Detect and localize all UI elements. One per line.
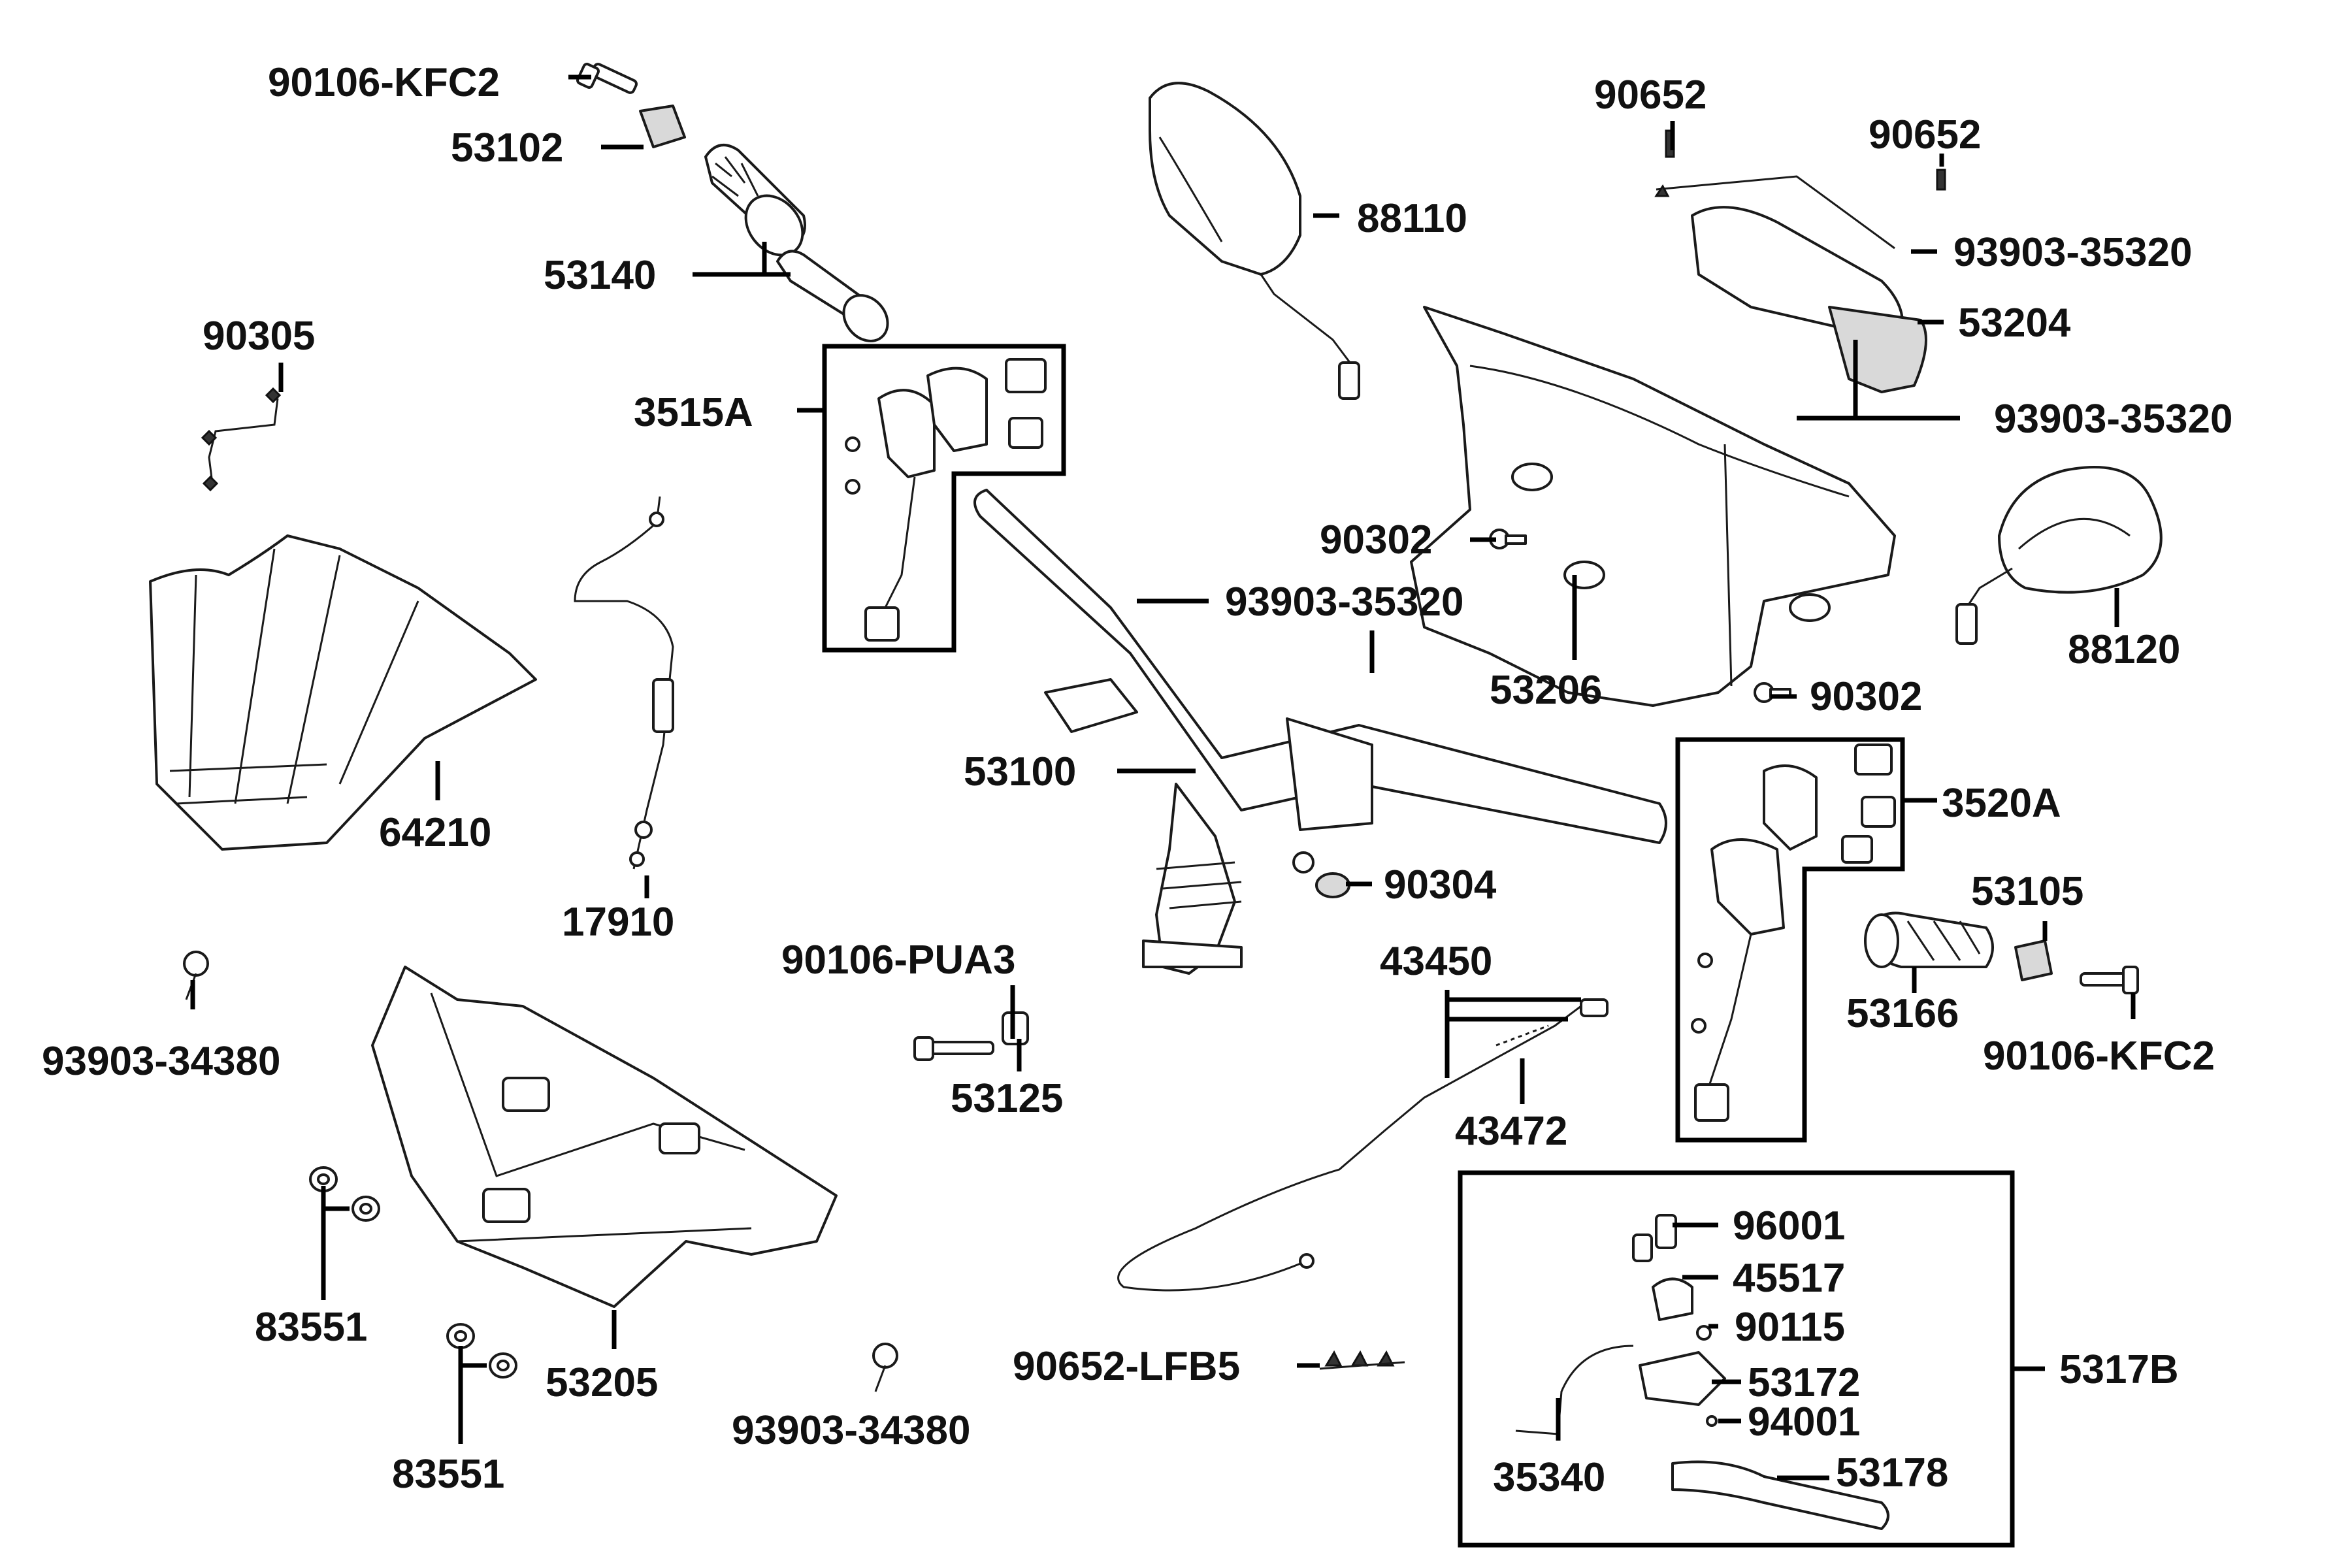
- throttle-grip-icon: [704, 144, 889, 342]
- label-94001: 94001: [1748, 1399, 1860, 1445]
- brake-lever-assembly-icon: [1515, 1214, 1889, 1530]
- label-90304: 90304: [1384, 862, 1497, 907]
- label-93903-34380-right: 93903-34380: [732, 1408, 970, 1453]
- label-90652-right: 90652: [1869, 112, 1981, 157]
- control-cable-icon: [574, 496, 674, 870]
- collar-icon: [1002, 1011, 1029, 1045]
- label-93903-35320-mid: 93903-35320: [1994, 397, 2232, 442]
- label-90106-pua3: 90106-PUA3: [781, 938, 1015, 983]
- windscreen-icon: [149, 534, 537, 851]
- meter-cover-icon: [1691, 206, 1927, 393]
- part-labels: 90106-KFC2 53102 53140 90305 3515A 88110…: [42, 60, 2232, 1500]
- handlebar-pipe-icon: [973, 489, 1667, 975]
- leader-lines: [190, 74, 2136, 1480]
- label-53100: 53100: [964, 749, 1076, 794]
- label-53140: 53140: [544, 253, 656, 298]
- label-3520a: 3520A: [1942, 781, 2061, 826]
- label-64210: 64210: [379, 810, 491, 855]
- label-88110: 88110: [1357, 196, 1467, 241]
- rear-mirror-left-icon: [1149, 82, 1360, 400]
- label-90106-kfc2-left: 90106-KFC2: [268, 60, 500, 105]
- label-90305: 90305: [203, 314, 315, 359]
- nut-icon: [1315, 872, 1350, 898]
- label-93903-34380-left: 93903-34380: [42, 1039, 280, 1084]
- label-83551-top: 83551: [255, 1305, 367, 1350]
- screw-icon: [183, 951, 898, 1392]
- label-53204: 53204: [1958, 301, 2071, 346]
- label-90652-left: 90652: [1594, 73, 1707, 118]
- label-53166: 53166: [1846, 991, 1959, 1036]
- label-53102: 53102: [451, 125, 563, 171]
- label-43450: 43450: [1380, 939, 1492, 984]
- label-83551-bottom: 83551: [392, 1452, 504, 1497]
- label-90106-kfc2-right: 90106-KFC2: [1983, 1034, 2215, 1079]
- label-88120: 88120: [2068, 627, 2180, 672]
- assembly-box-3520A: [1675, 737, 1905, 1143]
- label-53125: 53125: [951, 1076, 1063, 1121]
- bolt-icon: [2080, 966, 2139, 994]
- handlebar-switch-right-icon: [1691, 743, 1896, 1122]
- label-90302-bottom: 90302: [1810, 674, 1922, 719]
- label-35340: 35340: [1493, 1455, 1605, 1500]
- label-53206: 53206: [1490, 668, 1602, 713]
- handlebar-front-cover-icon: [371, 966, 838, 1308]
- label-3515a: 3515A: [634, 390, 753, 435]
- rear-mirror-right-icon: [1955, 466, 2163, 645]
- assembly-box-3515A: [822, 344, 1066, 653]
- label-43472: 43472: [1455, 1109, 1567, 1154]
- label-90302-top: 90302: [1320, 517, 1432, 563]
- handlebar-switch-left-icon: [845, 358, 1047, 642]
- label-93903-35320-bar: 93903-35320: [1225, 580, 1463, 625]
- bolt-icon: [913, 1036, 994, 1061]
- label-17910: 17910: [562, 900, 674, 945]
- label-90652-lfb5: 90652-LFB5: [1013, 1344, 1240, 1389]
- clip-icon: [201, 387, 282, 492]
- label-53178: 53178: [1836, 1450, 1948, 1495]
- label-53205: 53205: [546, 1360, 658, 1405]
- grip-right-icon: [1864, 911, 1994, 968]
- grip-end-cap-icon: [639, 105, 686, 148]
- label-5317b: 5317B: [2059, 1347, 2179, 1392]
- label-90115: 90115: [1735, 1305, 1845, 1350]
- assembly-box-5317B: [1458, 1170, 2015, 1548]
- label-96001: 96001: [1733, 1203, 1845, 1249]
- label-45517: 45517: [1733, 1256, 1845, 1301]
- clip-icon: [1319, 1350, 1405, 1370]
- label-53105: 53105: [1971, 869, 2083, 914]
- washer-icon: [309, 1166, 517, 1379]
- label-53172: 53172: [1748, 1360, 1860, 1405]
- handlebar-rear-cover-icon: [1410, 306, 1896, 707]
- control-cable-icon: [1117, 998, 1609, 1292]
- label-93903-35320-top: 93903-35320: [1953, 230, 2192, 275]
- grip-end-cap-right-icon: [2014, 939, 2053, 981]
